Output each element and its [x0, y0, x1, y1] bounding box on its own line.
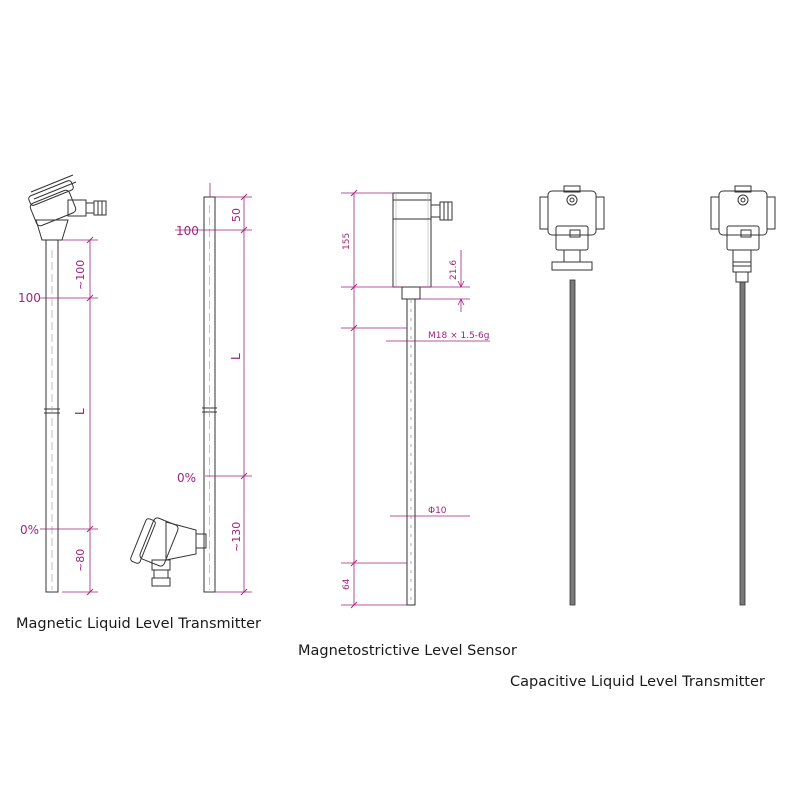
capacitive-transmitter-thread [710, 185, 776, 606]
float-tube [202, 196, 217, 593]
dim-bottom-label: ~80 [74, 549, 87, 572]
transmitter-housing [539, 185, 605, 271]
dim-length-label: L [73, 408, 87, 415]
magnetostrictive-sensor: 155 21.6 M18 × 1.5-6g Φ10 64 [341, 189, 490, 609]
float-tube [44, 239, 60, 593]
magnetic-transmitter-top-head: 100 0% ~100 L ~80 [18, 174, 107, 596]
sensor-rod [406, 298, 416, 606]
dim-top-label: 50 [230, 208, 243, 222]
transmitter-housing [710, 185, 776, 283]
capacitive-transmitter-flange [539, 185, 605, 606]
probe-rod [739, 281, 746, 606]
magnetic-transmitter-side-head: 100 0% 50 L ~130 [130, 183, 252, 596]
dim-bottom-label: ~130 [230, 522, 243, 552]
dim-length-label: L [229, 353, 243, 360]
caption-capacitive: Capacitive Liquid Level Transmitter [510, 674, 765, 690]
level-100-label: 100 [18, 291, 41, 305]
dimension-lines [175, 183, 252, 596]
level-100-label: 100 [176, 224, 199, 238]
level-0-label: 0% [20, 523, 39, 537]
dim-21-6-label: 21.6 [449, 260, 459, 280]
junction-head [28, 174, 107, 241]
junction-head [130, 517, 207, 587]
caption-magnetostrictive: Magnetostrictive Level Sensor [298, 643, 517, 659]
diameter-label: Φ10 [428, 506, 447, 516]
caption-magnetic: Magnetic Liquid Level Transmitter [16, 616, 261, 632]
dimension-lines [40, 236, 98, 596]
dim-155-label: 155 [342, 233, 352, 250]
sensor-head [392, 192, 453, 300]
dimension-lines [341, 189, 490, 609]
thread-spec-label: M18 × 1.5-6g [428, 331, 489, 341]
dim-64-label: 64 [342, 578, 352, 590]
dim-top-label: ~100 [74, 260, 87, 290]
level-0-label: 0% [177, 471, 196, 485]
probe-rod [569, 279, 576, 606]
